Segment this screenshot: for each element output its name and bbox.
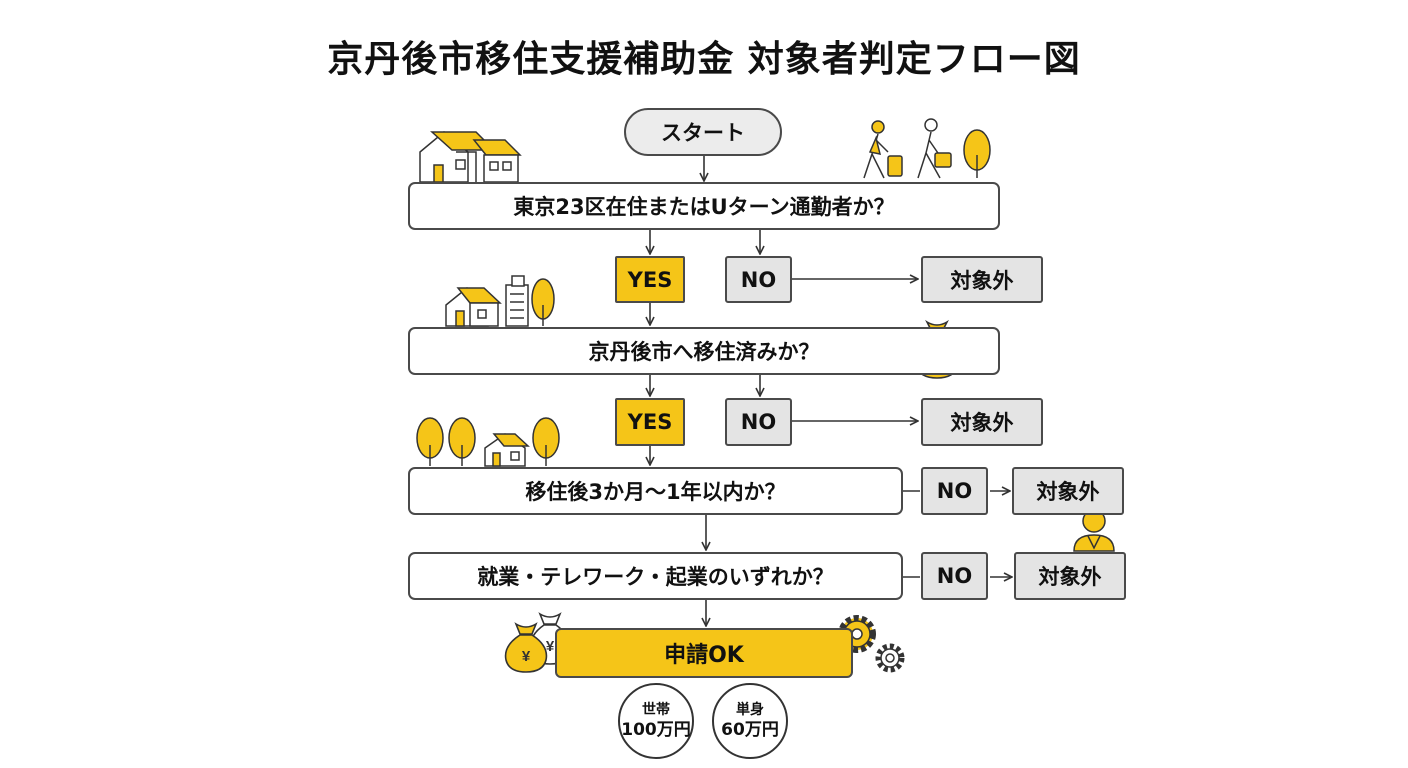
no-box-4: NO — [921, 552, 988, 600]
single-label: 単身 — [736, 702, 764, 718]
start-node: スタート — [624, 108, 782, 156]
single-amount-badge: 単身 60万円 — [712, 683, 788, 759]
out-box-2: 対象外 — [921, 398, 1043, 446]
household-amount-badge: 世帯 100万円 — [618, 683, 694, 759]
house-icon — [419, 131, 522, 183]
trees-house-icon — [416, 417, 560, 467]
question-4-box: 就業・テレワーク・起業のいずれか？ — [408, 552, 903, 600]
yes-box-2: YES — [615, 398, 685, 446]
question-1-box: 東京23区在住またはUターン通勤者か？ — [408, 182, 1000, 230]
no-box-3: NO — [921, 467, 988, 515]
town-icon — [445, 275, 555, 327]
person-avatar-icon — [1073, 509, 1115, 552]
household-amount: 100万円 — [621, 720, 691, 740]
yen-sign-label-front: ¥ — [522, 648, 531, 665]
yen-sign-label-back: ¥ — [546, 638, 555, 655]
apply-ok-box: 申請OK — [555, 628, 853, 678]
gears-icon — [838, 615, 905, 673]
out-box-3: 対象外 — [1012, 467, 1124, 515]
out-box-1: 対象外 — [921, 256, 1043, 303]
household-label: 世帯 — [642, 702, 670, 718]
question-2-box: 京丹後市へ移住済みか？ — [408, 327, 1000, 375]
single-amount: 60万円 — [721, 720, 779, 740]
yes-box-1: YES — [615, 256, 685, 303]
no-box-2: NO — [725, 398, 792, 446]
diagram-title: 京丹後市移住支援補助金 対象者判定フロー図 — [327, 39, 1081, 80]
walking-people-icon — [863, 118, 991, 179]
out-box-4: 対象外 — [1014, 552, 1126, 600]
no-box-1: NO — [725, 256, 792, 303]
question-3-box: 移住後3か月〜1年以内か？ — [408, 467, 903, 515]
